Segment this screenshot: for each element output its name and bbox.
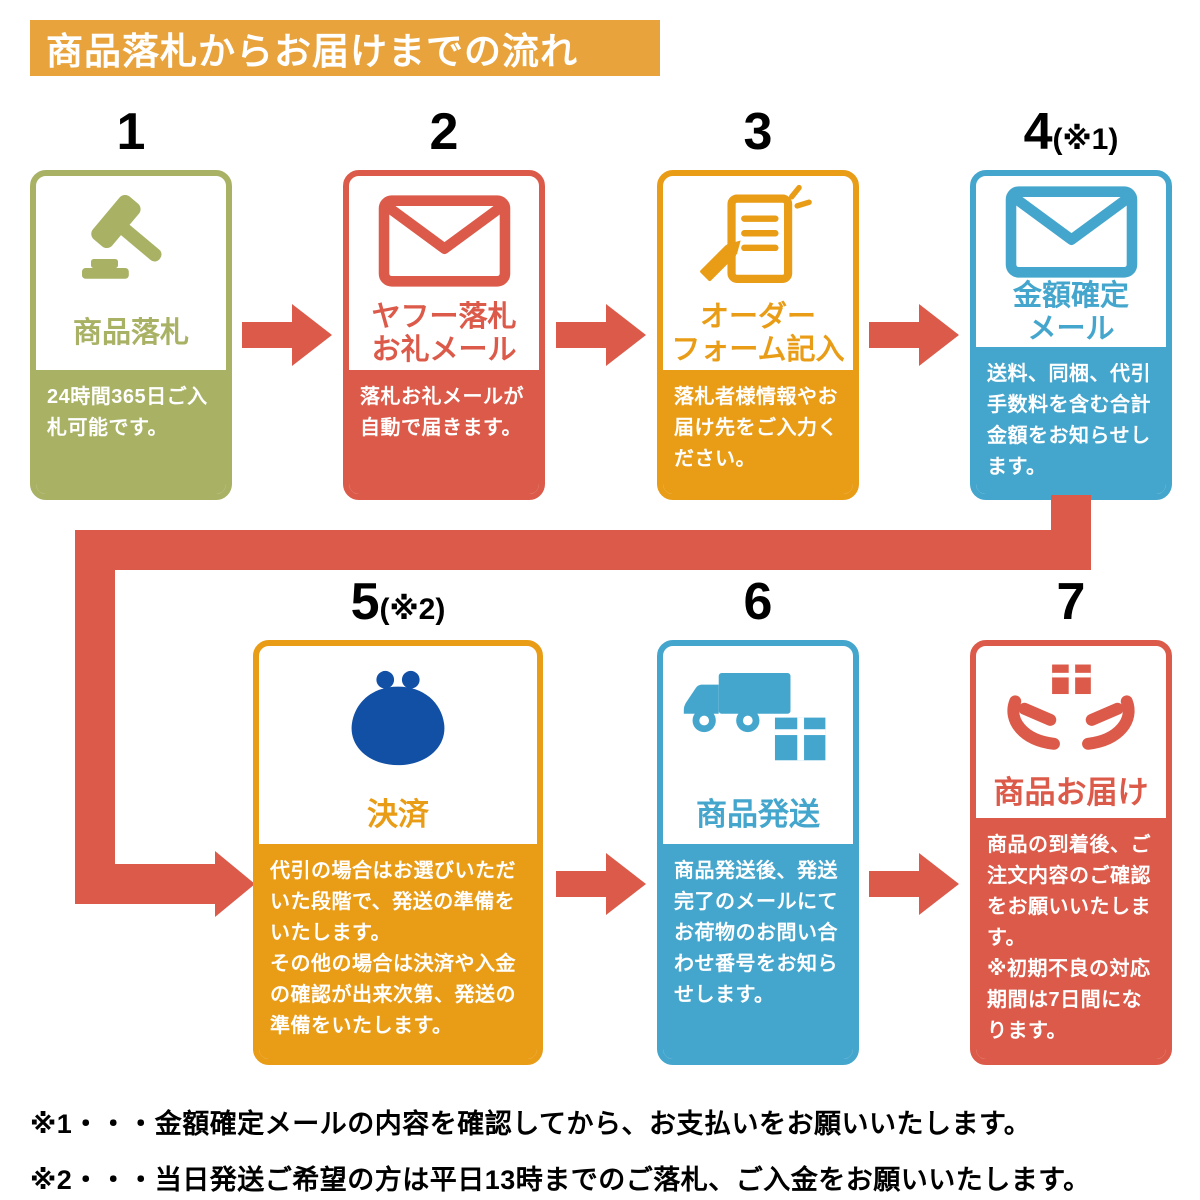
step-number-note: (※2) — [379, 593, 446, 626]
step-number-digit: 3 — [743, 103, 773, 161]
step-number-digit: 5 — [350, 573, 380, 631]
step-card-payment: 決済 代引の場合はお選びいただいた段階で、発送の準備をいたします。 その他の場合… — [253, 640, 543, 1065]
step-number-digit: 7 — [1056, 573, 1086, 631]
mail-icon — [976, 176, 1166, 280]
step-number-digit: 4 — [1023, 103, 1053, 161]
step-card-order-form: オーダー フォーム記入 落札者様情報やお届け先をご入力ください。 — [657, 170, 859, 500]
step-card-price-mail: 金額確定 メール 送料、同梱、代引手数料を含む合計金額をお知らせします。 — [970, 170, 1172, 500]
footnote-1: ※1・・・金額確定メールの内容を確認してから、お支払いをお願いいたします。 — [30, 1109, 1032, 1139]
step-title: ヤフー落札 お礼メール — [371, 300, 517, 366]
flow-connector-left-down — [75, 530, 115, 904]
step-body: 24時間365日ご入札可能です。 — [36, 370, 226, 494]
flow-connector-across — [75, 530, 1091, 570]
step-card-shipping: 商品発送 商品発送後、発送完了のメールにてお荷物のお問い合わせ番号をお知らせしま… — [657, 640, 859, 1065]
step-title: 商品お届け — [993, 774, 1149, 810]
step-title: 商品落札 — [72, 317, 189, 350]
step-6-number: 6 — [657, 574, 859, 632]
step-3-number: 3 — [657, 104, 859, 162]
purse-icon — [259, 646, 537, 786]
step-card-auction: 商品落札 24時間365日ご入札可能です。 — [30, 170, 232, 500]
flow-arrow-right — [869, 304, 959, 366]
page-title: 商品落札からお届けまでの流れ — [30, 20, 660, 76]
step-title: 金額確定 メール — [1012, 280, 1129, 346]
flow-arrow-right — [556, 304, 646, 366]
step-body: 送料、同梱、代引手数料を含む合計金額をお知らせします。 — [976, 346, 1166, 494]
step-5-number: 5(※2) — [253, 574, 543, 632]
step-body: 商品の到着後、ご注文内容のご確認をお願いいたします。 ※初期不良の対応期間は7日… — [976, 818, 1166, 1059]
step-body: 代引の場合はお選びいただいた段階で、発送の準備をいたします。 その他の場合は決済… — [259, 844, 537, 1059]
step-7-number: 7 — [970, 574, 1172, 632]
delivery-hands-icon — [976, 646, 1166, 768]
step-title: 商品発送 — [696, 796, 820, 832]
truck-icon — [663, 646, 853, 786]
step-card-delivery: 商品お届け 商品の到着後、ご注文内容のご確認をお願いいたします。 ※初期不良の対… — [970, 640, 1172, 1065]
step-4-number: 4(※1) — [970, 104, 1172, 162]
step-number-digit: 1 — [116, 103, 146, 161]
footnote-2: ※2・・・当日発送ご希望の方は平日13時までのご落札、ご入金をお願いいたします。 — [30, 1165, 1091, 1195]
flow-arrow-right — [869, 853, 959, 915]
gavel-icon — [36, 176, 226, 298]
flow-connector-arrowhead — [215, 851, 255, 917]
step-body: 落札お礼メールが自動で届きます。 — [349, 370, 539, 494]
step-number-digit: 2 — [429, 103, 459, 161]
step-title: 決済 — [367, 796, 429, 832]
step-number-digit: 6 — [743, 573, 773, 631]
mail-icon — [349, 176, 539, 298]
flow-arrow-right — [556, 853, 646, 915]
step-title: オーダー フォーム記入 — [671, 300, 845, 366]
flow-arrow-right — [242, 304, 332, 366]
step-1-number: 1 — [30, 104, 232, 162]
step-card-thankyou-mail: ヤフー落札 お礼メール 落札お礼メールが自動で届きます。 — [343, 170, 545, 500]
step-2-number: 2 — [343, 104, 545, 162]
step-body: 商品発送後、発送完了のメールにてお荷物のお問い合わせ番号をお知らせします。 — [663, 844, 853, 1059]
flow-connector-into-step5 — [75, 864, 215, 904]
order-form-icon — [663, 176, 853, 298]
step-body: 落札者様情報やお届け先をご入力ください。 — [663, 370, 853, 494]
step-number-note: (※1) — [1052, 123, 1119, 156]
